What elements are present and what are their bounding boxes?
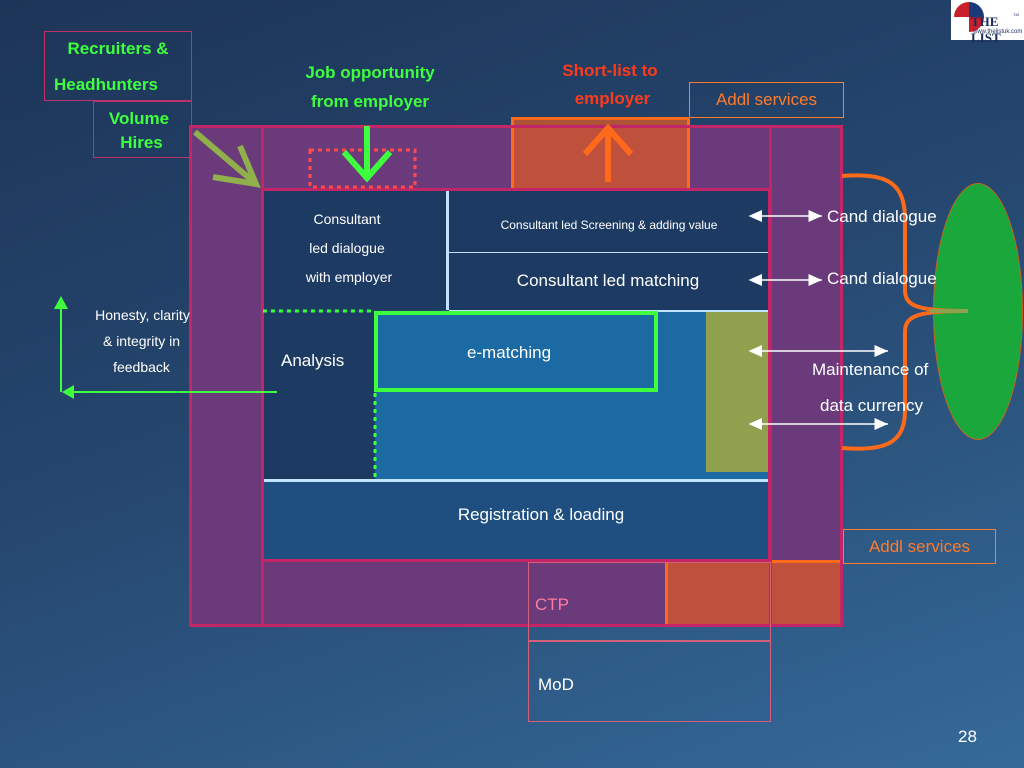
recruiters-label-line1: Recruiters & bbox=[67, 39, 169, 58]
addl-services-bottom: Addl services bbox=[868, 537, 971, 556]
registration-block bbox=[263, 482, 769, 560]
consultant-block bbox=[263, 190, 446, 310]
consultant-line3: with employer bbox=[305, 269, 393, 285]
frame-left-band bbox=[190, 126, 263, 626]
ctp-box bbox=[528, 562, 771, 641]
ctp-label: CTP bbox=[535, 595, 569, 614]
ematching-box bbox=[374, 311, 658, 392]
recruiters-box bbox=[44, 31, 192, 101]
feedback-arrow-icon bbox=[54, 296, 277, 399]
mod-box bbox=[528, 641, 771, 722]
addl-services-bottom-box bbox=[843, 529, 996, 564]
olive-block bbox=[706, 312, 769, 472]
consultant-line1: Consultant bbox=[313, 211, 381, 227]
mod-label: MoD bbox=[538, 675, 574, 694]
screening-block bbox=[449, 190, 769, 252]
maintenance-line1: Maintenance of bbox=[812, 360, 929, 379]
honesty-line1: Honesty, clarity bbox=[95, 307, 190, 323]
matching-block bbox=[449, 253, 769, 310]
up-arrow-icon bbox=[582, 123, 634, 182]
addl-services-top-box bbox=[689, 82, 844, 118]
volume-label-line1: Volume bbox=[108, 109, 170, 128]
consultant-line2: led dialogue bbox=[309, 240, 385, 256]
right-band-divider bbox=[769, 125, 772, 627]
honesty-line2: & integrity in bbox=[102, 333, 181, 349]
separator-vertical bbox=[446, 190, 449, 310]
job-drop-zone bbox=[308, 148, 417, 189]
job-opportunity-line1: Job opportunity bbox=[305, 63, 435, 82]
logo: THE LIST TM www.thelistuk.com bbox=[951, 0, 1024, 45]
shortlist-line2: employer bbox=[574, 89, 651, 108]
outer-frame-border bbox=[189, 125, 843, 627]
logo-url: www.thelistuk.com bbox=[973, 29, 1023, 35]
honesty-line3: feedback bbox=[113, 359, 170, 375]
logo-tm: TM bbox=[1013, 12, 1019, 17]
screening-label: Consultant led Screening & adding value bbox=[500, 218, 718, 232]
cand-dialogue-2: Cand dialogue bbox=[827, 269, 937, 288]
ematching-label: e-matching bbox=[466, 343, 552, 362]
separator-registration bbox=[263, 479, 769, 482]
ematching-area bbox=[375, 312, 769, 480]
frame-right-band bbox=[769, 126, 842, 626]
cand-dialogue-1: Cand dialogue bbox=[827, 207, 937, 226]
job-opportunity-line2: from employer bbox=[310, 92, 430, 111]
recruiters-label-line2: Headhunters bbox=[54, 75, 158, 94]
left-band-divider bbox=[261, 125, 264, 627]
analysis-label: Analysis bbox=[281, 351, 345, 370]
logo-globe-icon bbox=[954, 2, 984, 32]
volume-label-line2: Hires bbox=[120, 133, 163, 152]
page-number: 28 bbox=[958, 727, 977, 746]
shortlist-line1: Short-list to bbox=[562, 61, 658, 80]
separator-screening bbox=[449, 252, 769, 253]
matching-label: Consultant led matching bbox=[516, 271, 700, 290]
diagonal-arrow-icon bbox=[193, 129, 261, 188]
registration-label: Registration & loading bbox=[457, 505, 625, 524]
logo-title: THE LIST bbox=[971, 14, 1001, 45]
maintenance-line2: data currency bbox=[820, 396, 923, 415]
down-arrow-icon bbox=[341, 126, 393, 183]
analysis-block bbox=[263, 312, 375, 480]
addl-services-top: Addl services bbox=[715, 90, 818, 109]
